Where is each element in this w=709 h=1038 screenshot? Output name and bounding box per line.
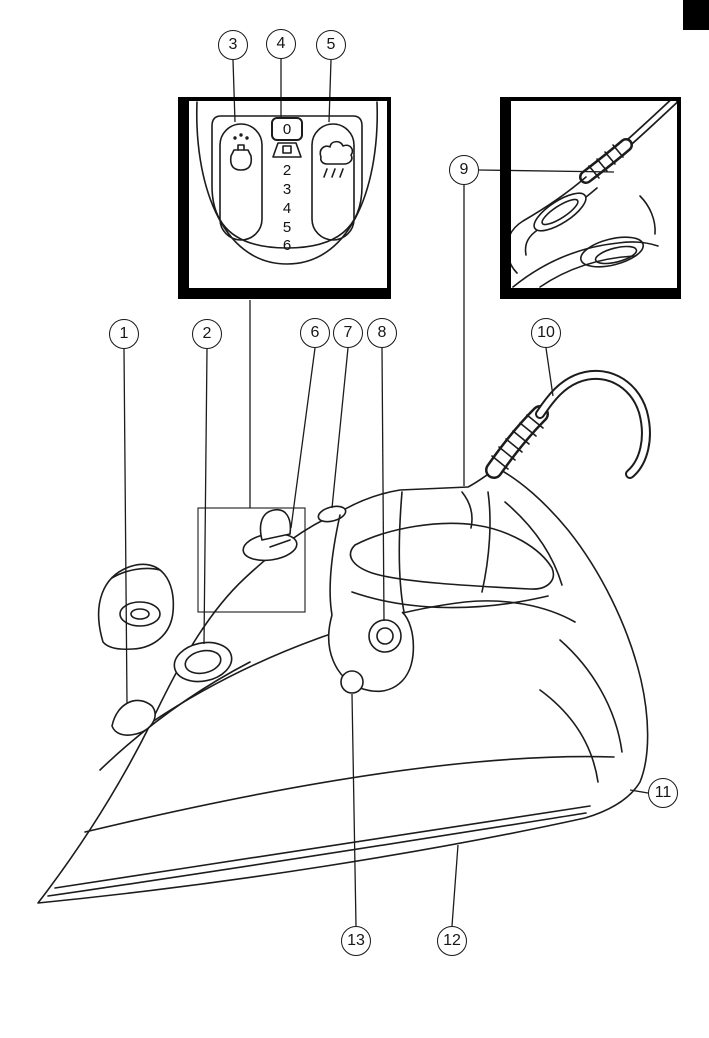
leader-line-7 <box>331 347 349 509</box>
iron-illustration <box>37 369 651 904</box>
dial-number: 3 <box>283 181 291 198</box>
water-fill-cap <box>173 641 233 683</box>
nose-ridge <box>99 661 251 771</box>
spray-lobe <box>219 123 263 241</box>
callout-9: 9 <box>449 155 479 185</box>
callout-13: 13 <box>341 926 371 956</box>
steam-boost-button <box>368 619 402 653</box>
leader-line-1 <box>123 348 128 704</box>
leader-line-2 <box>203 348 208 645</box>
body-seam-upper <box>151 600 576 723</box>
control-zone-rect <box>197 507 306 613</box>
dial-number: 4 <box>283 200 291 217</box>
callout-8: 8 <box>367 318 397 348</box>
rear-detail-inset-art <box>506 97 678 288</box>
callout-10: 10 <box>531 318 561 348</box>
dial-number: 6 <box>283 237 291 254</box>
control-panel-plate <box>211 115 363 249</box>
dial-number: 2 <box>283 162 291 179</box>
dial-zero-indicator <box>271 117 303 141</box>
callout-1: 1 <box>109 319 139 349</box>
steam-icon <box>319 140 354 178</box>
dial-number: 0 <box>283 121 291 138</box>
spray-icon <box>229 133 253 171</box>
front-trigger-detail <box>111 699 156 736</box>
leader-line-8 <box>381 347 385 622</box>
leader-line-6 <box>290 347 316 529</box>
dial-pointer <box>272 142 302 158</box>
soleplate <box>47 755 615 897</box>
tank-hump-line <box>351 591 549 609</box>
trigger-button <box>340 670 364 694</box>
leader-line-5 <box>328 59 332 123</box>
callout-7: 7 <box>333 318 363 348</box>
leader-line-12 <box>451 844 459 927</box>
handle <box>329 491 563 616</box>
leader-line-13 <box>351 693 357 927</box>
leader-lines <box>123 59 649 927</box>
spray-nozzle <box>97 563 175 651</box>
leader-line-10 <box>545 347 554 397</box>
callout-5: 5 <box>316 30 346 60</box>
callout-6: 6 <box>300 318 330 348</box>
callout-12: 12 <box>437 926 467 956</box>
leader-line-3 <box>232 59 236 123</box>
rear-cap-detail <box>579 236 645 268</box>
rear-strain-relief <box>579 138 633 184</box>
control-panel-inset-art: 0 2 3 4 5 6 <box>195 101 379 265</box>
callout-2: 2 <box>192 319 222 349</box>
inset-body-outline <box>195 101 379 265</box>
power-cord <box>535 369 651 479</box>
temperature-dial-column: 0 2 3 4 5 6 <box>271 117 303 254</box>
steam-dial <box>242 509 298 562</box>
callout-3: 3 <box>218 30 248 60</box>
dial-number: 5 <box>283 219 291 236</box>
rear-indicator-capsule <box>533 192 587 232</box>
leader-line-11 <box>629 789 649 794</box>
callout-11: 11 <box>648 778 678 808</box>
strain-relief <box>485 405 549 479</box>
trigger-capsule <box>327 611 415 694</box>
heel-detail <box>539 639 623 783</box>
corner-page-tab <box>683 0 709 30</box>
callout-4: 4 <box>266 29 296 59</box>
steam-lobe <box>311 123 355 241</box>
